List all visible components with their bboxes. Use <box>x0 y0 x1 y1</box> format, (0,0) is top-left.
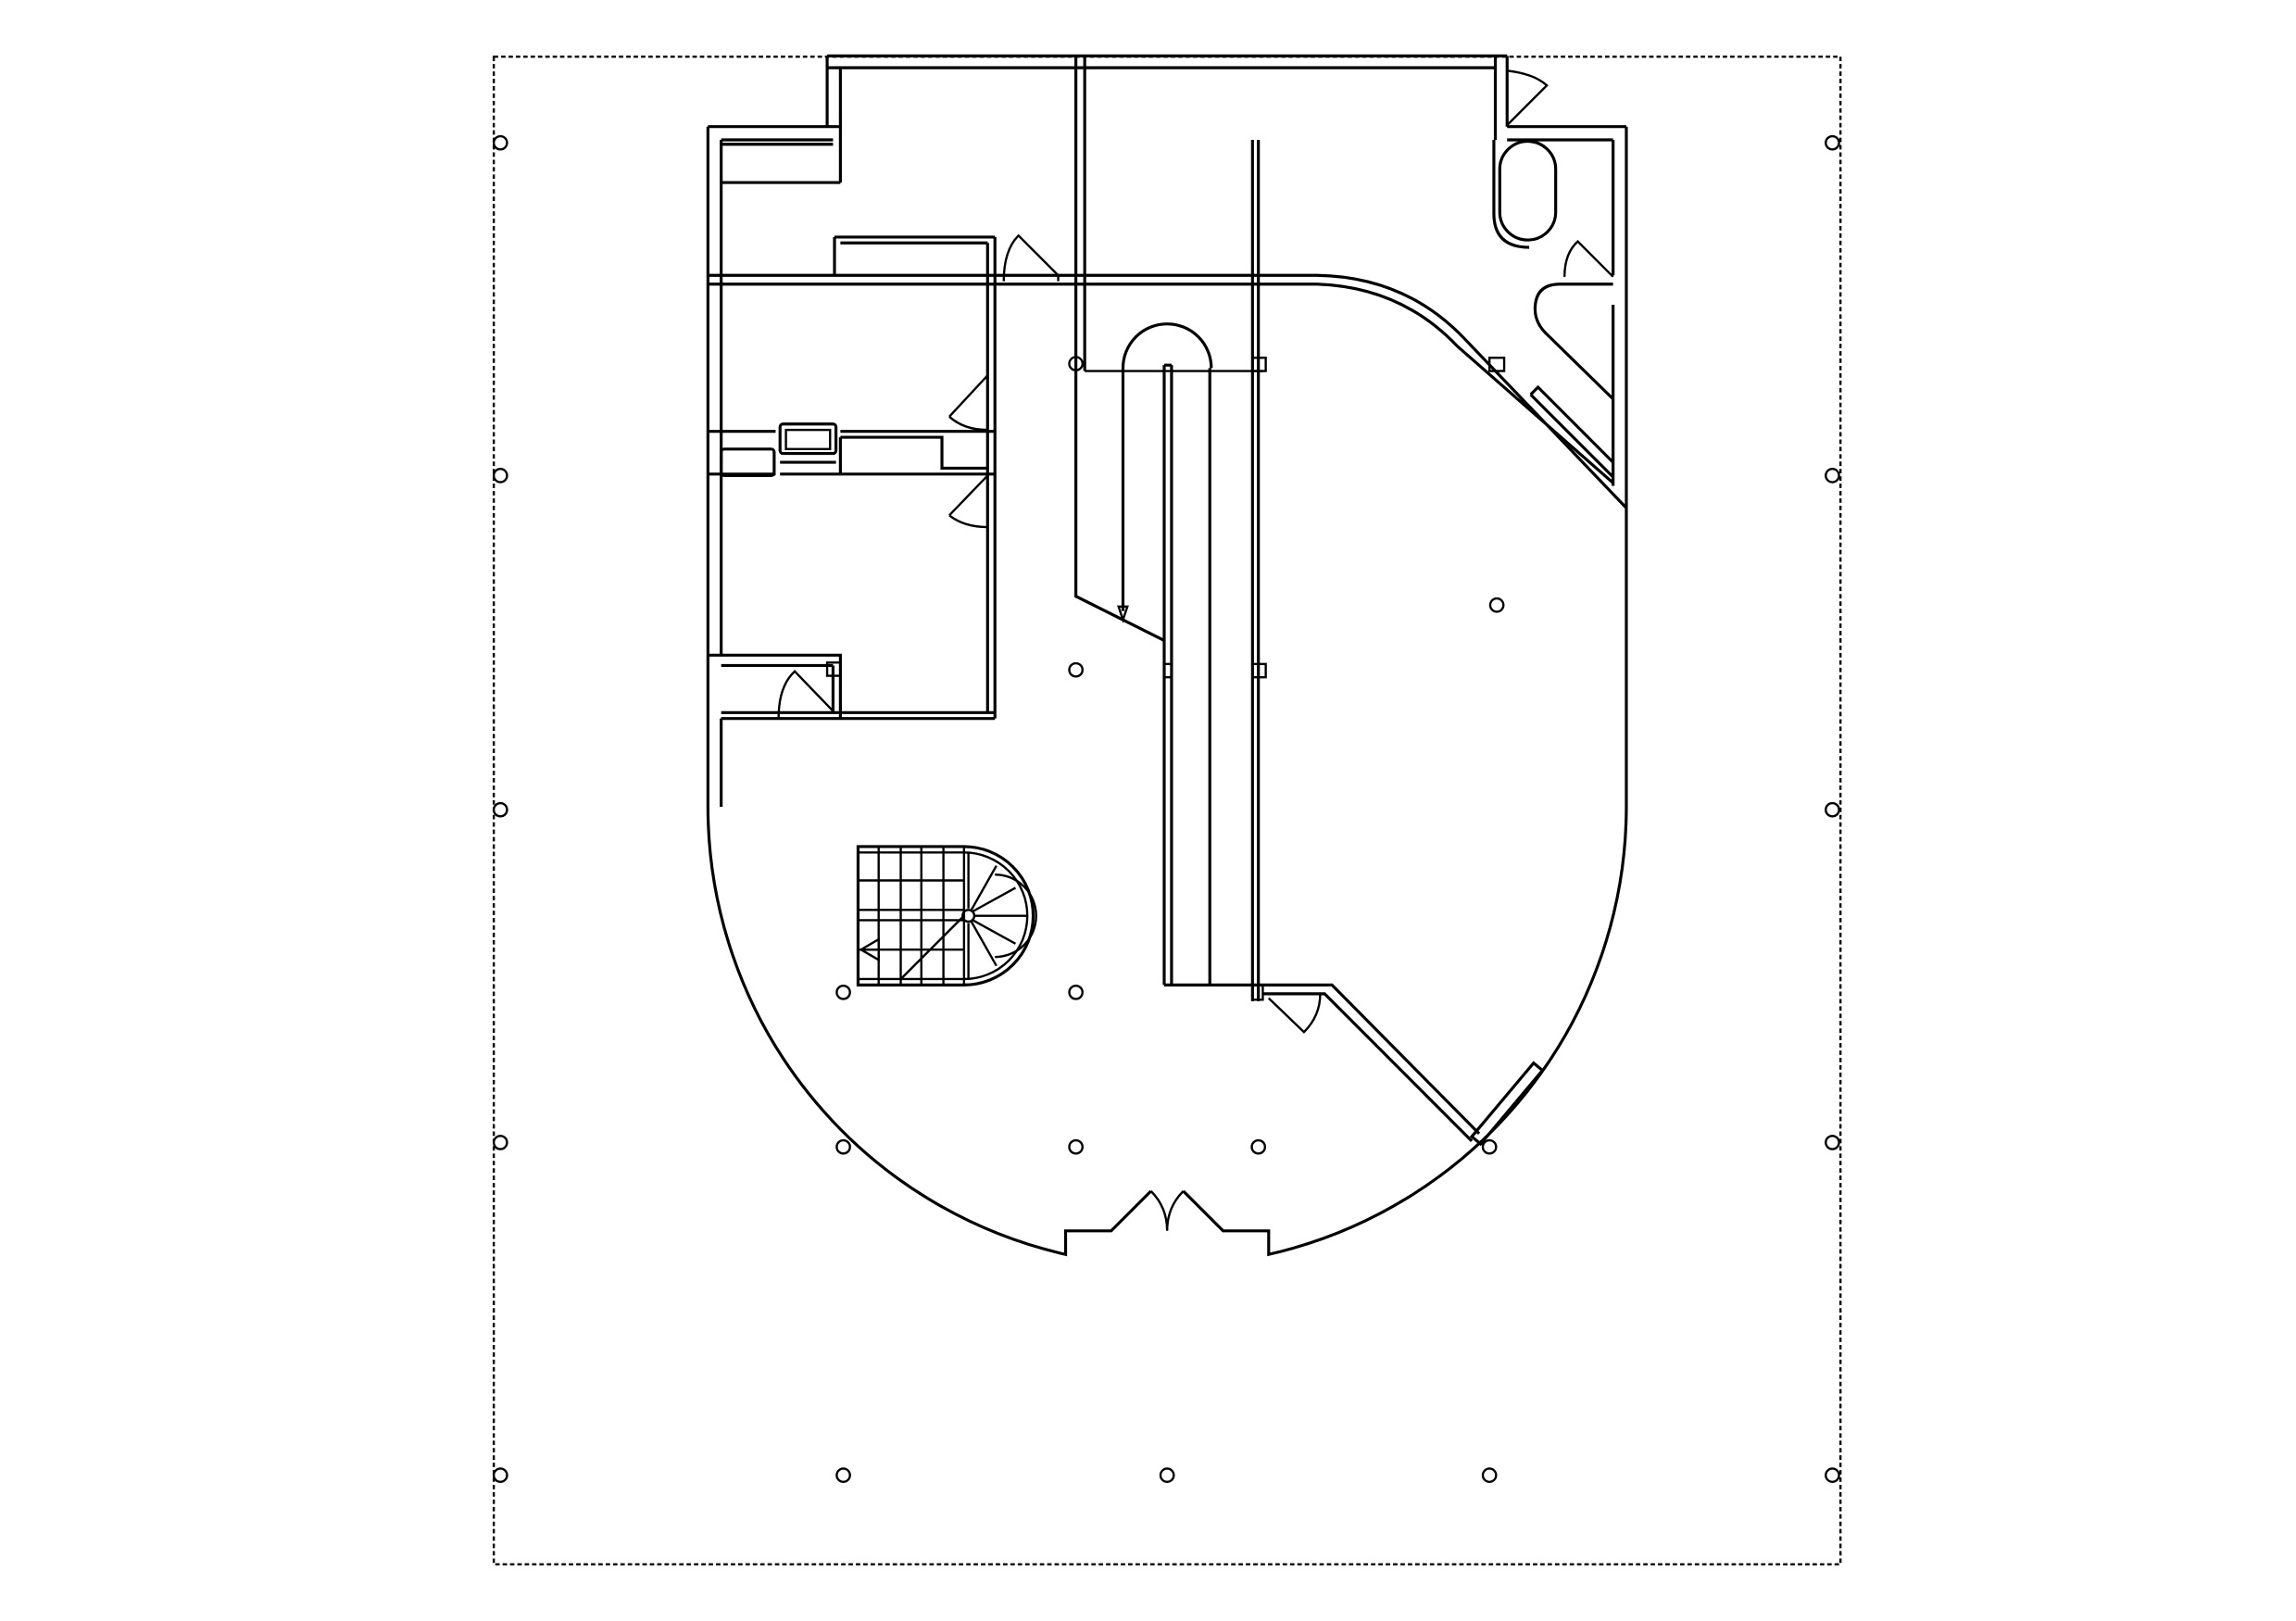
interior-columns <box>835 356 1505 1155</box>
ramp <box>1085 322 1481 1142</box>
doors <box>777 69 1614 1034</box>
exterior-walls <box>706 54 1628 1257</box>
interior-walls <box>708 56 1628 1001</box>
perimeter-columns <box>492 134 1840 1483</box>
spiral-staircase <box>856 845 1037 986</box>
